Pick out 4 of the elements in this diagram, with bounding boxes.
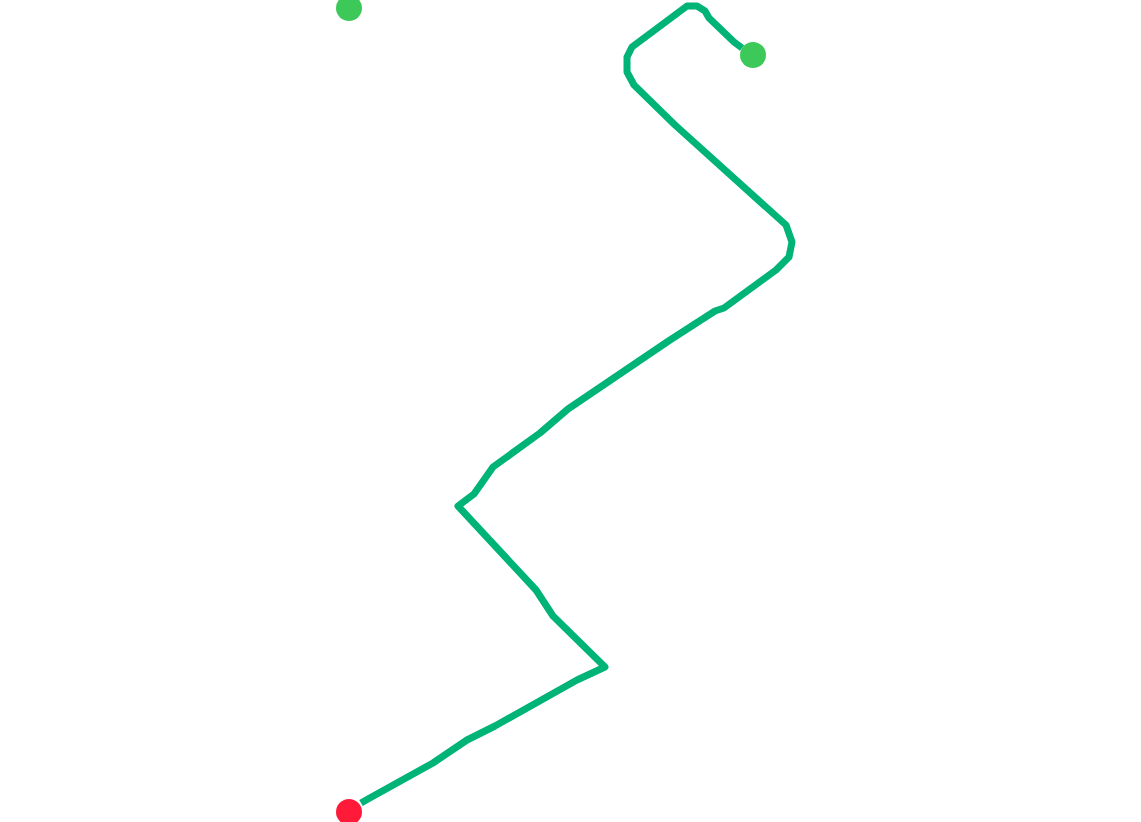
- route-line: [359, 2, 796, 807]
- start-marker: [336, 799, 362, 822]
- end-marker: [740, 42, 766, 68]
- waypoint-marker: [336, 0, 362, 21]
